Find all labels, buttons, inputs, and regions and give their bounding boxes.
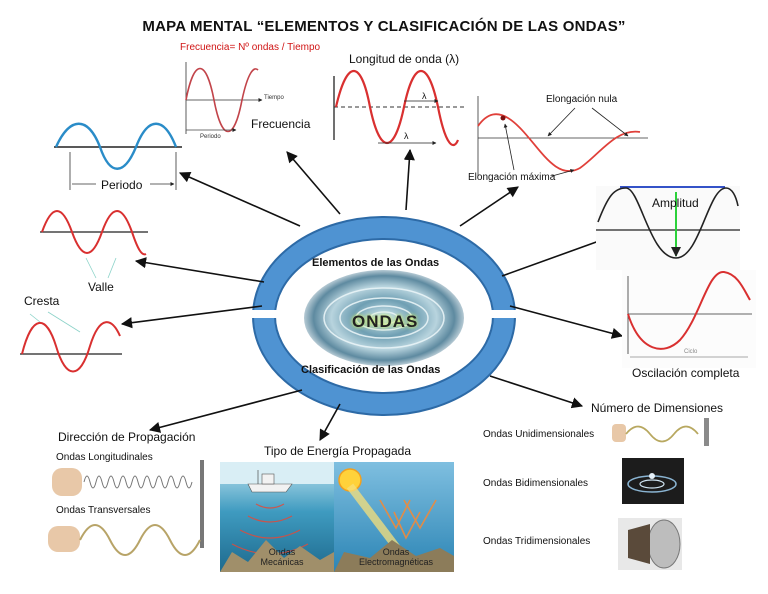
center-top-label: Elementos de las Ondas <box>312 257 440 269</box>
energy-heading: Tipo de Energía Propagada <box>264 444 411 458</box>
lambda-bottom-label: λ <box>404 131 409 141</box>
lambda-top-label: λ <box>422 91 427 101</box>
mechanical-label-2: Mecánicas <box>260 557 304 567</box>
wavelength-label: Longitud de onda (λ) <box>349 52 460 66</box>
longitudinal-wave-illustration <box>52 460 204 548</box>
three-dimensional-picture <box>618 518 682 570</box>
arrow-to-dimensions <box>489 375 584 409</box>
oscillation-label: Oscilación completa <box>632 366 740 380</box>
arrow-to-elongation <box>459 186 519 227</box>
center-ondas-label: ONDAS <box>352 312 419 331</box>
wavelength-wave-illustration <box>333 70 464 146</box>
arrow-to-period <box>178 171 301 227</box>
dimensions-heading: Número de Dimensiones <box>591 401 724 415</box>
water-ripple-image <box>304 270 464 366</box>
valley-wave-illustration <box>40 210 148 279</box>
central-ring <box>250 216 518 416</box>
electromagnetic-wave-picture <box>334 462 454 572</box>
amplitude-label: Amplitud <box>652 196 699 210</box>
arrow-to-crest <box>120 305 263 329</box>
crest-label: Cresta <box>24 294 60 308</box>
oscillation-wave-illustration <box>622 270 756 368</box>
dimension-item-1: Ondas Unidimensionales <box>483 429 595 440</box>
frequency-label: Frecuencia <box>251 117 311 131</box>
center-bottom-label: Clasificación de las Ondas <box>301 364 441 376</box>
valley-label: Valle <box>88 280 114 294</box>
crest-wave-illustration <box>20 311 122 373</box>
frequency-formula: Frecuencia= Nº ondas / Tiempo <box>180 42 321 53</box>
arrow-to-oscillation <box>509 305 624 339</box>
propagation-heading: Dirección de Propagación <box>58 430 196 444</box>
arrow-to-propagation <box>148 389 303 433</box>
propagation-item-1: Ondas Longitudinales <box>56 452 153 463</box>
frequency-wave-illustration <box>185 62 263 134</box>
two-dimensional-picture <box>622 458 684 504</box>
period-label: Periodo <box>101 178 143 192</box>
transverse-wave-illustration <box>48 524 201 556</box>
arrow-to-valley <box>134 257 265 283</box>
arrow-to-wavelength <box>403 148 415 211</box>
electromagnetic-label-1: Ondas <box>382 547 410 557</box>
one-dimensional-picture <box>612 418 709 446</box>
dimension-item-3: Ondas Tridimensionales <box>483 536 591 547</box>
propagation-item-2: Ondas Transversales <box>56 505 151 516</box>
amplitude-wave-illustration <box>596 186 740 270</box>
mechanical-wave-picture <box>220 462 334 572</box>
cycle-tag: Ciclo <box>684 349 698 355</box>
page-title: MAPA MENTAL “ELEMENTOS Y CLASIFICACIÓN D… <box>142 18 626 35</box>
frequency-axis-time: Tiempo <box>264 95 284 101</box>
arrow-to-energy <box>319 403 341 441</box>
mechanical-label-1: Ondas <box>268 547 296 557</box>
electromagnetic-label-2: Electromagnéticas <box>358 557 434 567</box>
period-wave-illustration <box>54 122 182 190</box>
elongation-wave-illustration <box>477 96 648 177</box>
connector-arrows <box>120 148 626 441</box>
null-elongation-label: Elongación nula <box>546 94 618 105</box>
dimension-item-2: Ondas Bidimensionales <box>483 478 589 489</box>
arrow-to-frequency <box>286 151 341 215</box>
max-elongation-label: Elongación máxima <box>468 172 556 183</box>
frequency-axis-period: Periodo <box>200 134 221 140</box>
